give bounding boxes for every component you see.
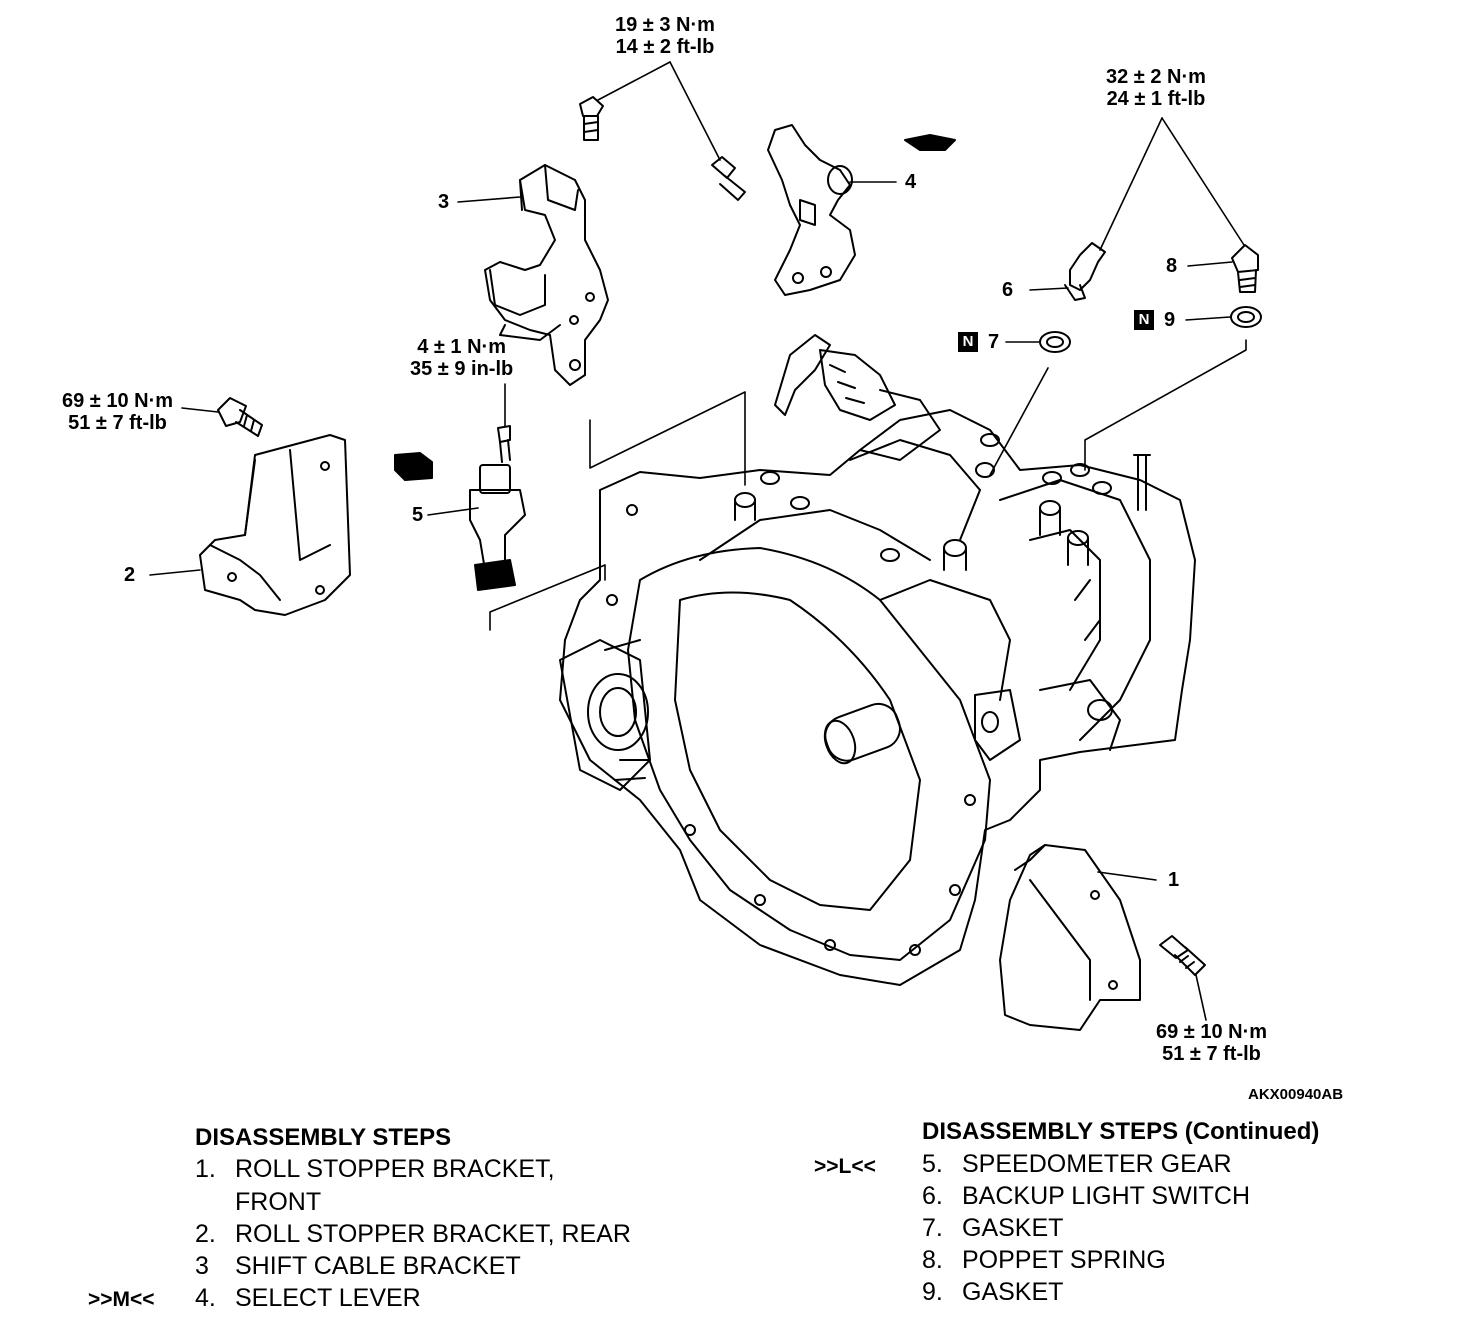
- new-part-mark-7: N: [958, 332, 978, 352]
- transaxle-case: [559, 409, 1196, 986]
- callout-7: 7: [988, 331, 1000, 353]
- backup-light-switch: [1064, 242, 1106, 301]
- step-1: 1.ROLL STOPPER BRACKET,: [195, 1155, 555, 1183]
- speedometer-gear: [394, 425, 526, 591]
- step-9: 9.GASKET: [922, 1278, 1064, 1306]
- callout-2: 2: [124, 564, 136, 586]
- exploded-view-diagram: [149, 61, 1262, 1031]
- step-5: 5.SPEEDOMETER GEAR: [922, 1150, 1232, 1178]
- gasket-7: [1039, 331, 1071, 353]
- steps-right-title: DISASSEMBLY STEPS (Continued): [922, 1118, 1320, 1145]
- step-8: 8.POPPET SPRING: [922, 1246, 1166, 1274]
- release-fork-assembly: [774, 334, 941, 461]
- callout-6: 6: [1002, 279, 1014, 301]
- shift-cable-bracket: [484, 164, 609, 386]
- step-4-marker: >>M<<: [88, 1288, 155, 1311]
- steps-left-title: DISASSEMBLY STEPS: [195, 1124, 452, 1151]
- flange-holes: [606, 504, 976, 956]
- step-2: 2.ROLL STOPPER BRACKET, REAR: [195, 1220, 631, 1248]
- case-bosses: [734, 433, 1112, 571]
- select-lever: [767, 124, 956, 296]
- step-7: 7.GASKET: [922, 1214, 1064, 1242]
- bolt-right: [1159, 935, 1206, 976]
- callout-5: 5: [412, 504, 424, 526]
- bolt-top: [579, 96, 746, 201]
- callout-1: 1: [1168, 869, 1180, 891]
- callout-8: 8: [1166, 255, 1178, 277]
- step-1-cont: FRONT: [235, 1188, 322, 1216]
- leader-lines: [149, 61, 1247, 1021]
- step-6: 6.BACKUP LIGHT SWITCH: [922, 1182, 1251, 1210]
- step-4: 4.SELECT LEVER: [195, 1284, 421, 1312]
- callout-4: 4: [905, 171, 917, 193]
- callout-9: 9: [1164, 309, 1176, 331]
- new-part-mark-9: N: [1134, 310, 1154, 330]
- bolt-left: [217, 397, 263, 437]
- callout-3: 3: [438, 191, 450, 213]
- step-5-marker: >>L<<: [814, 1155, 876, 1178]
- roll-stopper-bracket-front: [999, 844, 1141, 1031]
- figure-id: AKX00940AB: [1248, 1086, 1344, 1103]
- roll-stopper-bracket-rear: [199, 434, 351, 616]
- gasket-9: [1230, 306, 1262, 328]
- poppet-spring-plug: [1231, 244, 1259, 293]
